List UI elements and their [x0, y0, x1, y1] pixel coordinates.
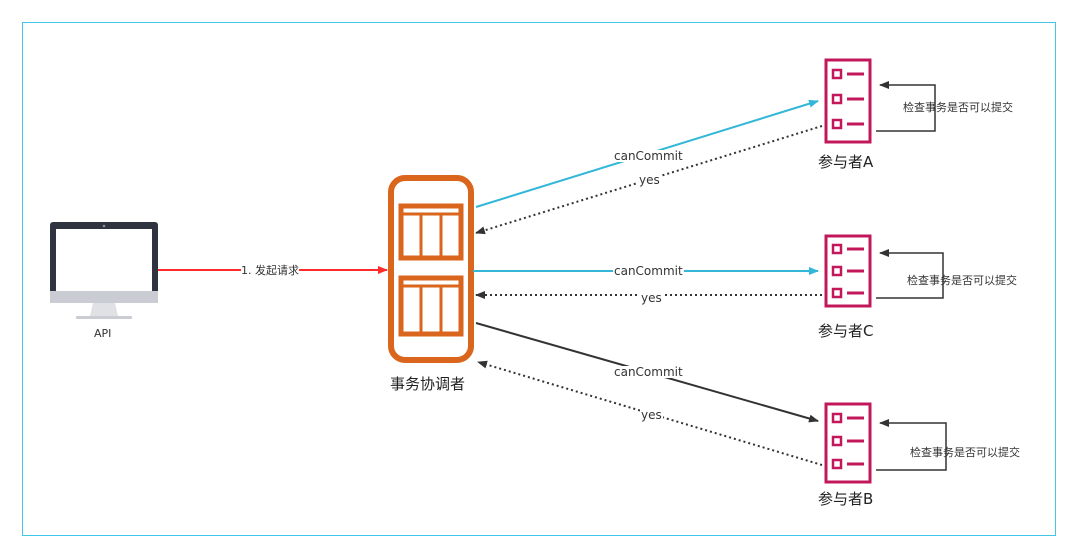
self-check-loop-c: [876, 249, 944, 299]
participant-a-name: 参与者A: [818, 153, 874, 171]
checklist-icon: [824, 58, 872, 144]
request-label: 1. 发起请求: [241, 264, 299, 277]
yes-label-a: yes: [638, 173, 661, 187]
coordinator-label: 事务协调者: [390, 375, 466, 393]
participant-c-check-label: 检查事务是否可以提交: [907, 274, 1017, 287]
server-rack-icon: [388, 175, 474, 363]
participant-c-name: 参与者C: [818, 322, 874, 340]
desktop-monitor-icon: [50, 222, 158, 319]
can-commit-label-c: canCommit: [613, 264, 684, 278]
can-commit-label-a: canCommit: [613, 149, 684, 163]
can-commit-label-b: canCommit: [613, 365, 684, 379]
diagram-frame: [22, 22, 1056, 536]
participant-a-check-label: 检查事务是否可以提交: [903, 101, 1013, 114]
checklist-icon: [824, 234, 872, 308]
yes-label-c: yes: [640, 291, 663, 305]
yes-label-b: yes: [640, 408, 663, 422]
api-label: API: [94, 327, 112, 340]
participant-b-check-label: 检查事务是否可以提交: [910, 446, 1020, 459]
self-check-loop-a: [876, 81, 936, 132]
checklist-icon: [824, 402, 872, 484]
participant-b-name: 参与者B: [818, 490, 874, 508]
self-check-loop-b: [876, 419, 947, 471]
